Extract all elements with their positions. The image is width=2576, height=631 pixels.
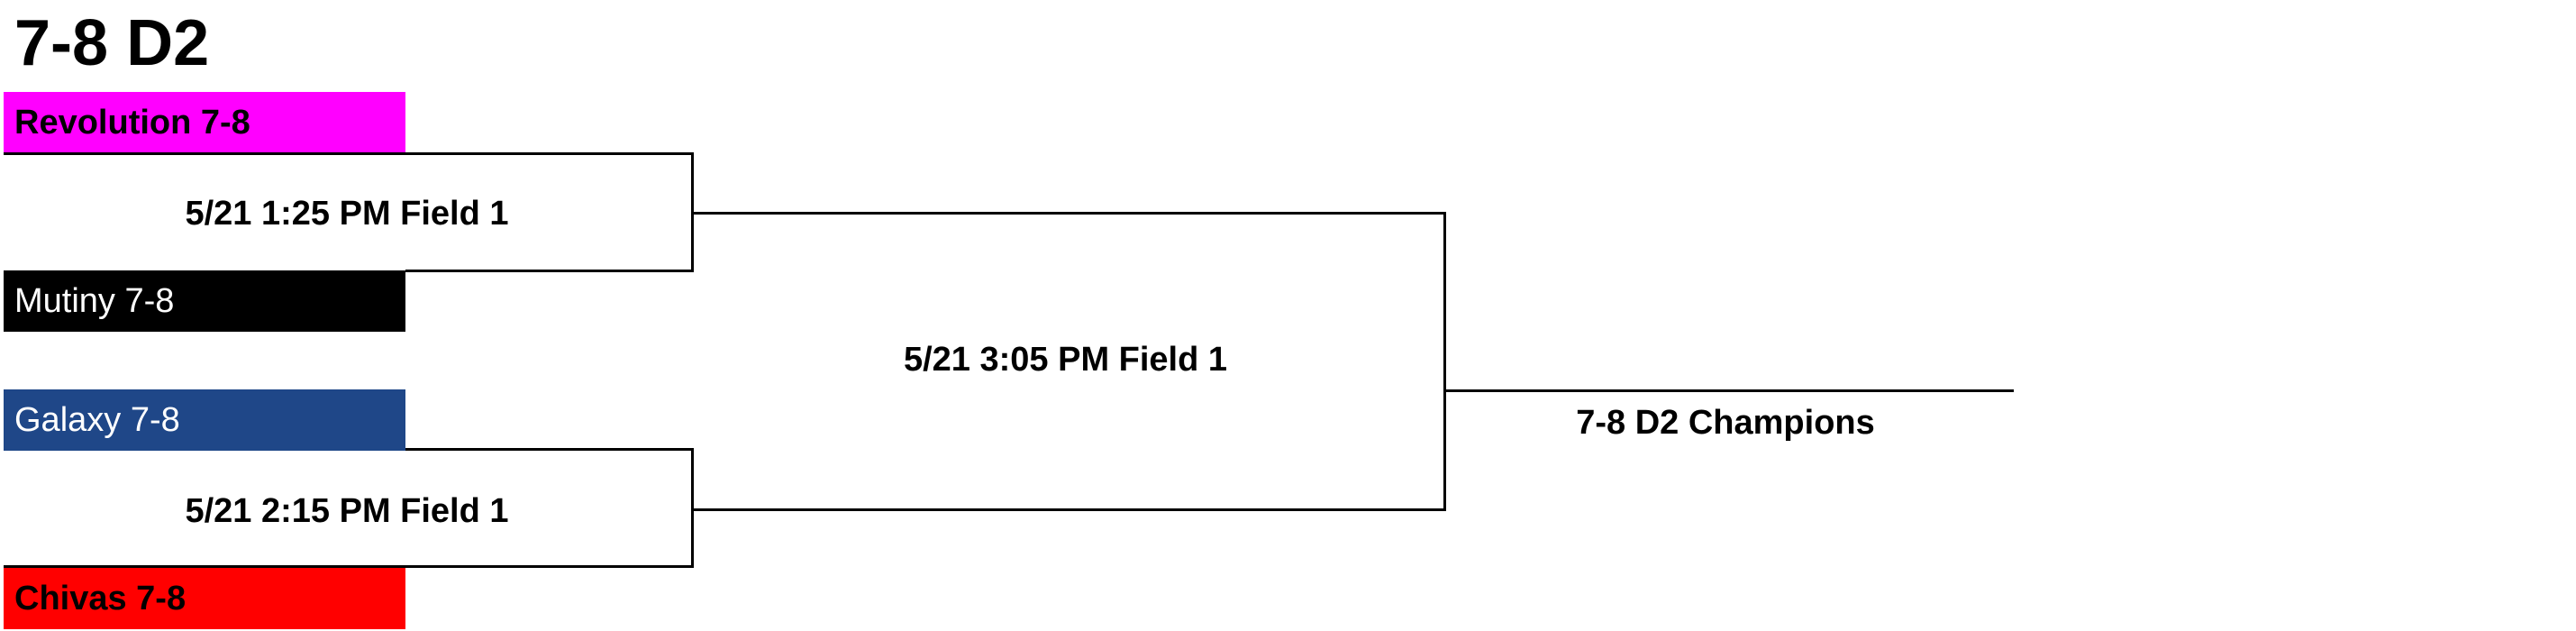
bracket-line-final-bottom — [691, 508, 1446, 511]
match-final-info: 5/21 3:05 PM Field 1 — [903, 341, 1228, 379]
champion-line — [1443, 389, 2014, 392]
champion-label: 7-8 D2 Champions — [1576, 404, 1875, 442]
team-chivas: Chivas 7-8 — [4, 568, 405, 629]
team-galaxy: Galaxy 7-8 — [4, 389, 405, 451]
bracket-line-semi1-bottom — [405, 270, 694, 272]
bracket-line-semi2-right — [691, 448, 694, 568]
bracket-line-semi1-top — [4, 152, 694, 155]
match-semi2-info: 5/21 2:15 PM Field 1 — [185, 492, 509, 530]
bracket-line-final-top — [691, 212, 1446, 215]
team-revolution: Revolution 7-8 — [4, 92, 405, 153]
bracket-line-semi2-bottom — [4, 565, 694, 568]
match-semi1-info: 5/21 1:25 PM Field 1 — [185, 195, 509, 233]
bracket-line-final-right — [1443, 212, 1446, 511]
bracket-title: 7-8 D2 — [14, 7, 210, 79]
bracket-line-semi2-top — [405, 448, 694, 451]
team-mutiny: Mutiny 7-8 — [4, 270, 405, 332]
